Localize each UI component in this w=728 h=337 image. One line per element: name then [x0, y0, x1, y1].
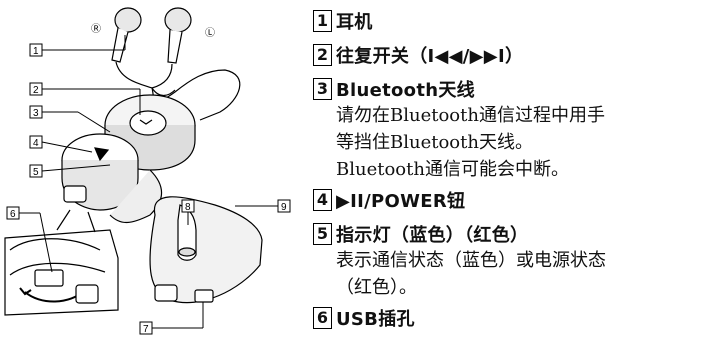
svg-text:3: 3 [33, 108, 39, 119]
list-item-5: 5 指示灯（蓝色）（红色） 表示通信状态（蓝色）或电源状态 （红色）。 [313, 217, 723, 301]
callout-8: 8 [181, 199, 195, 225]
item-description: 请勿在Bluetooth通信过程中用手 等挡住Bluetooth天线。 Blue… [313, 102, 723, 183]
svg-text:7: 7 [143, 324, 149, 335]
earbud-left [164, 7, 192, 64]
item-number: 6 [313, 307, 332, 329]
description-line: 等挡住Bluetooth天线。 [336, 132, 533, 153]
item-description: 表示通信状态（蓝色）或电源状态 （红色）。 [313, 247, 723, 301]
headset-main-unit [61, 94, 196, 224]
description-line: （红色）。 [336, 277, 417, 298]
clip-unit [149, 196, 263, 304]
item-number: 2 [313, 44, 332, 66]
callout-3: 3 [29, 105, 111, 133]
earbud-right [111, 7, 142, 63]
earbud-left-mark: Ⓛ [205, 27, 215, 39]
parts-list: 1 耳机 2 往复开关（I◀◀/▶▶I） 3 Bluetooth天线 请勿在Bl… [313, 4, 723, 335]
svg-text:2: 2 [33, 85, 39, 96]
item-title: 往复开关（I◀◀/▶▶I） [336, 46, 524, 67]
item-title: 耳机 [336, 12, 373, 33]
callout-6: 6 [6, 206, 53, 273]
item-number: 5 [313, 223, 332, 245]
svg-text:4: 4 [33, 138, 39, 149]
item-number: 4 [313, 189, 332, 211]
item-title: 指示灯（蓝色）（红色） [336, 225, 529, 246]
svg-text:6: 6 [10, 209, 16, 220]
item-number: 1 [313, 10, 332, 32]
callouts: 1 2 3 4 5 6 [6, 23, 291, 335]
description-line: 请勿在Bluetooth通信过程中用手 [336, 105, 605, 126]
earbud-right-mark: Ⓡ [91, 23, 101, 35]
description-line: Bluetooth通信可能会中断。 [336, 159, 569, 180]
item-number: 3 [313, 78, 332, 100]
svg-text:9: 9 [281, 202, 287, 213]
list-item-3: 3 Bluetooth天线 请勿在Bluetooth通信过程中用手 等挡住Blu… [313, 72, 723, 183]
list-item-1: 1 耳机 [313, 4, 723, 38]
item-title: ▶II/POWER钮 [336, 191, 466, 212]
callout-4: 4 [29, 135, 93, 153]
callout-9: 9 [235, 199, 291, 213]
svg-text:5: 5 [33, 167, 39, 178]
svg-text:1: 1 [33, 46, 39, 57]
item-title: Bluetooth天线 [336, 80, 475, 101]
list-item-4: 4 ▶II/POWER钮 [313, 183, 723, 217]
callout-2: 2 [29, 82, 141, 115]
callout-7: 7 [139, 302, 204, 335]
list-item-6: 6 USB插孔 [313, 301, 723, 335]
description-line: 表示通信状态（蓝色）或电源状态 [336, 250, 606, 271]
callout-1: 1 [29, 35, 126, 57]
callout-5: 5 [29, 164, 111, 178]
list-item-2: 2 往复开关（I◀◀/▶▶I） [313, 38, 723, 72]
item-title: USB插孔 [336, 309, 415, 330]
product-illustration: 1 2 3 4 5 6 [4, 7, 291, 335]
svg-text:8: 8 [185, 202, 191, 213]
usb-port-inset [4, 209, 119, 316]
